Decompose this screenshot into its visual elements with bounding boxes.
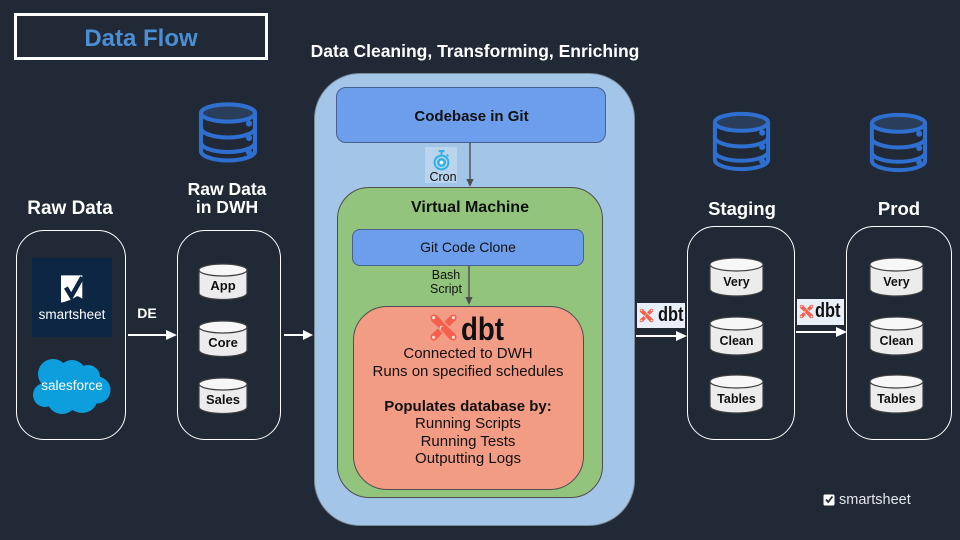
svg-text:salesforce: salesforce [41, 378, 103, 393]
